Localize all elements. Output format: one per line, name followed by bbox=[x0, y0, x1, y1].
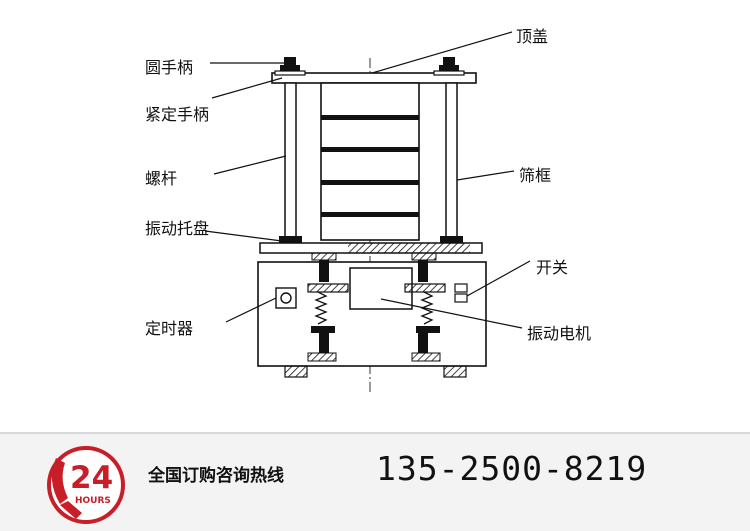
vibration-motor bbox=[349, 267, 413, 310]
spring-assembly-right bbox=[404, 252, 446, 362]
sieve-layer-1 bbox=[321, 115, 419, 120]
screw-rod-left bbox=[284, 82, 297, 242]
label-timer: 定时器 bbox=[145, 319, 194, 338]
round-handle-right bbox=[433, 57, 465, 76]
hotline-number: 135-2500-8219 bbox=[376, 449, 648, 488]
sieve-layer-4 bbox=[321, 212, 419, 217]
spring-assembly-left bbox=[307, 252, 349, 362]
screw-rod-right bbox=[445, 82, 458, 242]
label-vibration-tray: 振动托盘 bbox=[145, 219, 210, 238]
leader-lines bbox=[204, 31, 531, 329]
label-locking-handle: 紧定手柄 bbox=[145, 105, 210, 124]
foot-left bbox=[284, 365, 308, 378]
sieve-layer-2 bbox=[321, 147, 419, 152]
label-switch: 开关 bbox=[536, 258, 569, 277]
logo-text: HOURS bbox=[75, 496, 111, 506]
rod-nut-right bbox=[440, 236, 463, 243]
label-top-cover: 顶盖 bbox=[516, 27, 549, 46]
foot-right bbox=[443, 365, 467, 378]
label-round-handle: 圆手柄 bbox=[145, 58, 194, 77]
hours-logo-icon bbox=[47, 446, 125, 524]
logo-number: 24 bbox=[70, 460, 113, 496]
label-vibration-motor: 振动电机 bbox=[527, 324, 592, 343]
timer-knob bbox=[275, 287, 297, 309]
label-screw-rod: 螺杆 bbox=[145, 169, 178, 188]
hotline-label: 全国订购咨询热线 bbox=[148, 466, 284, 486]
sieve-layer-3 bbox=[321, 180, 419, 185]
label-sieve-frame: 筛框 bbox=[519, 166, 552, 185]
rod-nut-left bbox=[279, 236, 302, 243]
tray-hatch bbox=[348, 243, 470, 253]
power-switch bbox=[454, 283, 468, 303]
round-handle-left bbox=[274, 57, 306, 76]
footer-band bbox=[0, 432, 750, 531]
